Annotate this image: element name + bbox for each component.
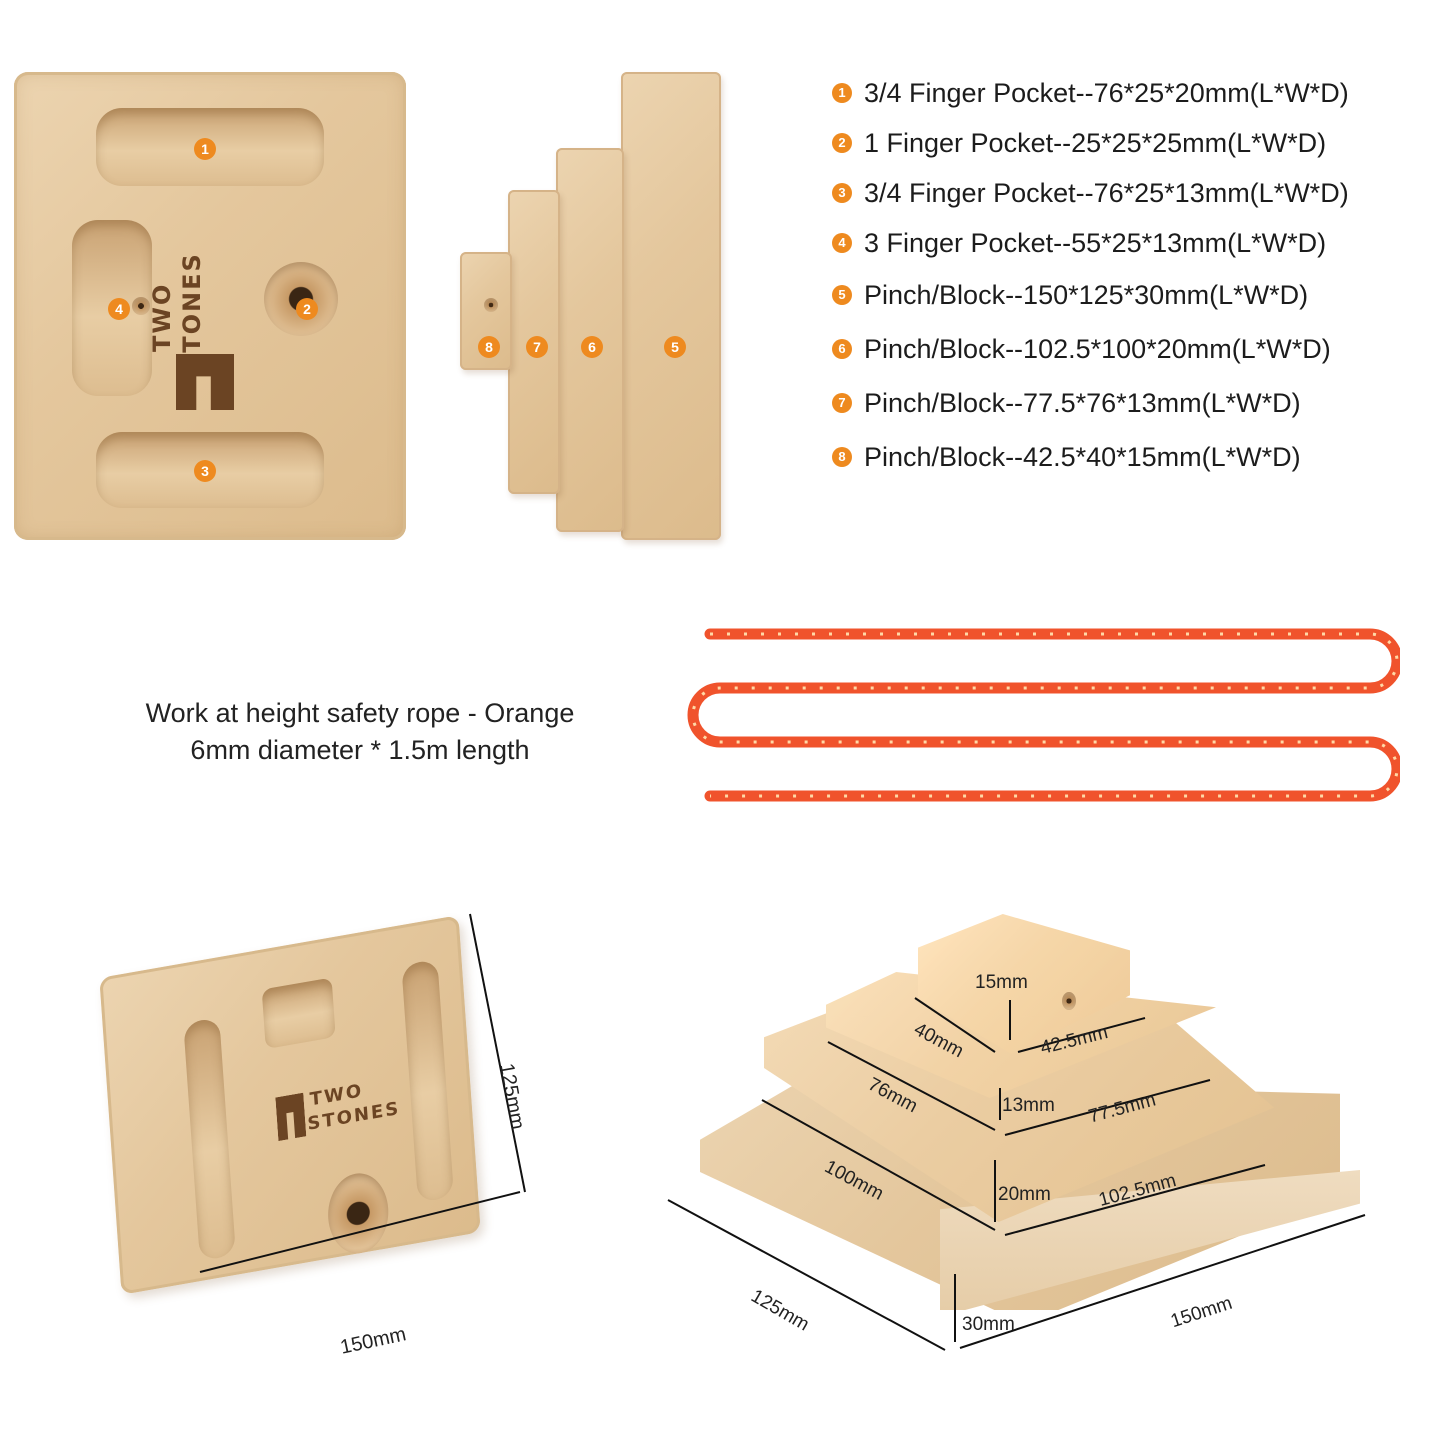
pyramid-dimension-lines — [667, 997, 1366, 1351]
marker-3: 3 — [194, 460, 216, 482]
spec-text: 3 Finger Pocket--55*25*13mm(L*W*D) — [864, 227, 1327, 258]
pyramid-photo — [660, 910, 1380, 1360]
spec-item: 5 Pinch/Block--150*125*30mm(L*W*D) — [832, 268, 1432, 322]
marker-6: 6 — [581, 336, 603, 358]
dim-base-height: 30mm — [962, 1314, 1015, 1335]
rope-path-pattern — [691, 632, 1399, 798]
side-view-hangboard: 8 7 6 5 — [456, 72, 726, 544]
pyramid-hole — [1062, 992, 1076, 1010]
dim-l2-height: 13mm — [1002, 1095, 1055, 1116]
spec-text: Pinch/Block--150*125*30mm(L*W*D) — [864, 279, 1309, 310]
rope-path — [687, 628, 1400, 802]
spec-item: 3 3/4 Finger Pocket--76*25*13mm(L*W*D) — [832, 168, 1432, 218]
brand-text-two: TWO — [148, 282, 176, 352]
step-5 — [621, 72, 721, 540]
spec-text: 1 Finger Pocket--25*25*25mm(L*W*D) — [864, 127, 1327, 158]
spec-item: 8 Pinch/Block--42.5*40*15mm(L*W*D) — [832, 430, 1432, 484]
marker-8: 8 — [478, 336, 500, 358]
spec-marker: 5 — [832, 285, 852, 305]
marker-4: 4 — [108, 298, 130, 320]
spec-marker: 8 — [832, 447, 852, 467]
dim-top-height: 15mm — [975, 972, 1028, 993]
spec-item: 6 Pinch/Block--102.5*100*20mm(L*W*D) — [832, 322, 1432, 376]
spec-item: 4 3 Finger Pocket--55*25*13mm(L*W*D) — [832, 218, 1432, 268]
marker-1: 1 — [194, 138, 216, 160]
spec-text: Pinch/Block--42.5*40*15mm(L*W*D) — [864, 441, 1301, 472]
logo-mark — [176, 354, 234, 410]
brand-logo: TWO STONES — [148, 202, 244, 416]
spec-item: 1 3/4 Finger Pocket--76*25*20mm(L*W*D) — [832, 68, 1432, 118]
spec-item: 7 Pinch/Block--77.5*76*13mm(L*W*D) — [832, 376, 1432, 430]
spec-marker: 6 — [832, 339, 852, 359]
side-hole — [484, 298, 498, 312]
rope-line-1: Work at height safety rope - Orange — [145, 698, 575, 728]
rope-line-2: 6mm diameter * 1.5m length — [190, 735, 530, 765]
spec-marker: 3 — [832, 183, 852, 203]
spec-marker: 7 — [832, 393, 852, 413]
spec-text: Pinch/Block--102.5*100*20mm(L*W*D) — [864, 333, 1331, 364]
marker-2: 2 — [296, 298, 318, 320]
spec-item: 2 1 Finger Pocket--25*25*25mm(L*W*D) — [832, 118, 1432, 168]
dim-l3-height: 20mm — [998, 1184, 1051, 1205]
rope-description: Work at height safety rope - Orange 6mm … — [60, 695, 660, 769]
block-dimension-lines — [199, 913, 526, 1273]
spec-text: 3/4 Finger Pocket--76*25*13mm(L*W*D) — [864, 177, 1349, 208]
spec-marker: 1 — [832, 83, 852, 103]
marker-5: 5 — [664, 336, 686, 358]
spec-text: 3/4 Finger Pocket--76*25*20mm(L*W*D) — [864, 77, 1349, 108]
marker-7: 7 — [526, 336, 548, 358]
pocket-4-hole — [132, 297, 150, 315]
spec-text: Pinch/Block--77.5*76*13mm(L*W*D) — [864, 387, 1301, 418]
spec-marker: 4 — [832, 233, 852, 253]
rope-image — [687, 628, 1400, 802]
front-view-hangboard: 1 4 2 3 TWO STONES — [14, 72, 406, 540]
spec-marker: 2 — [832, 133, 852, 153]
